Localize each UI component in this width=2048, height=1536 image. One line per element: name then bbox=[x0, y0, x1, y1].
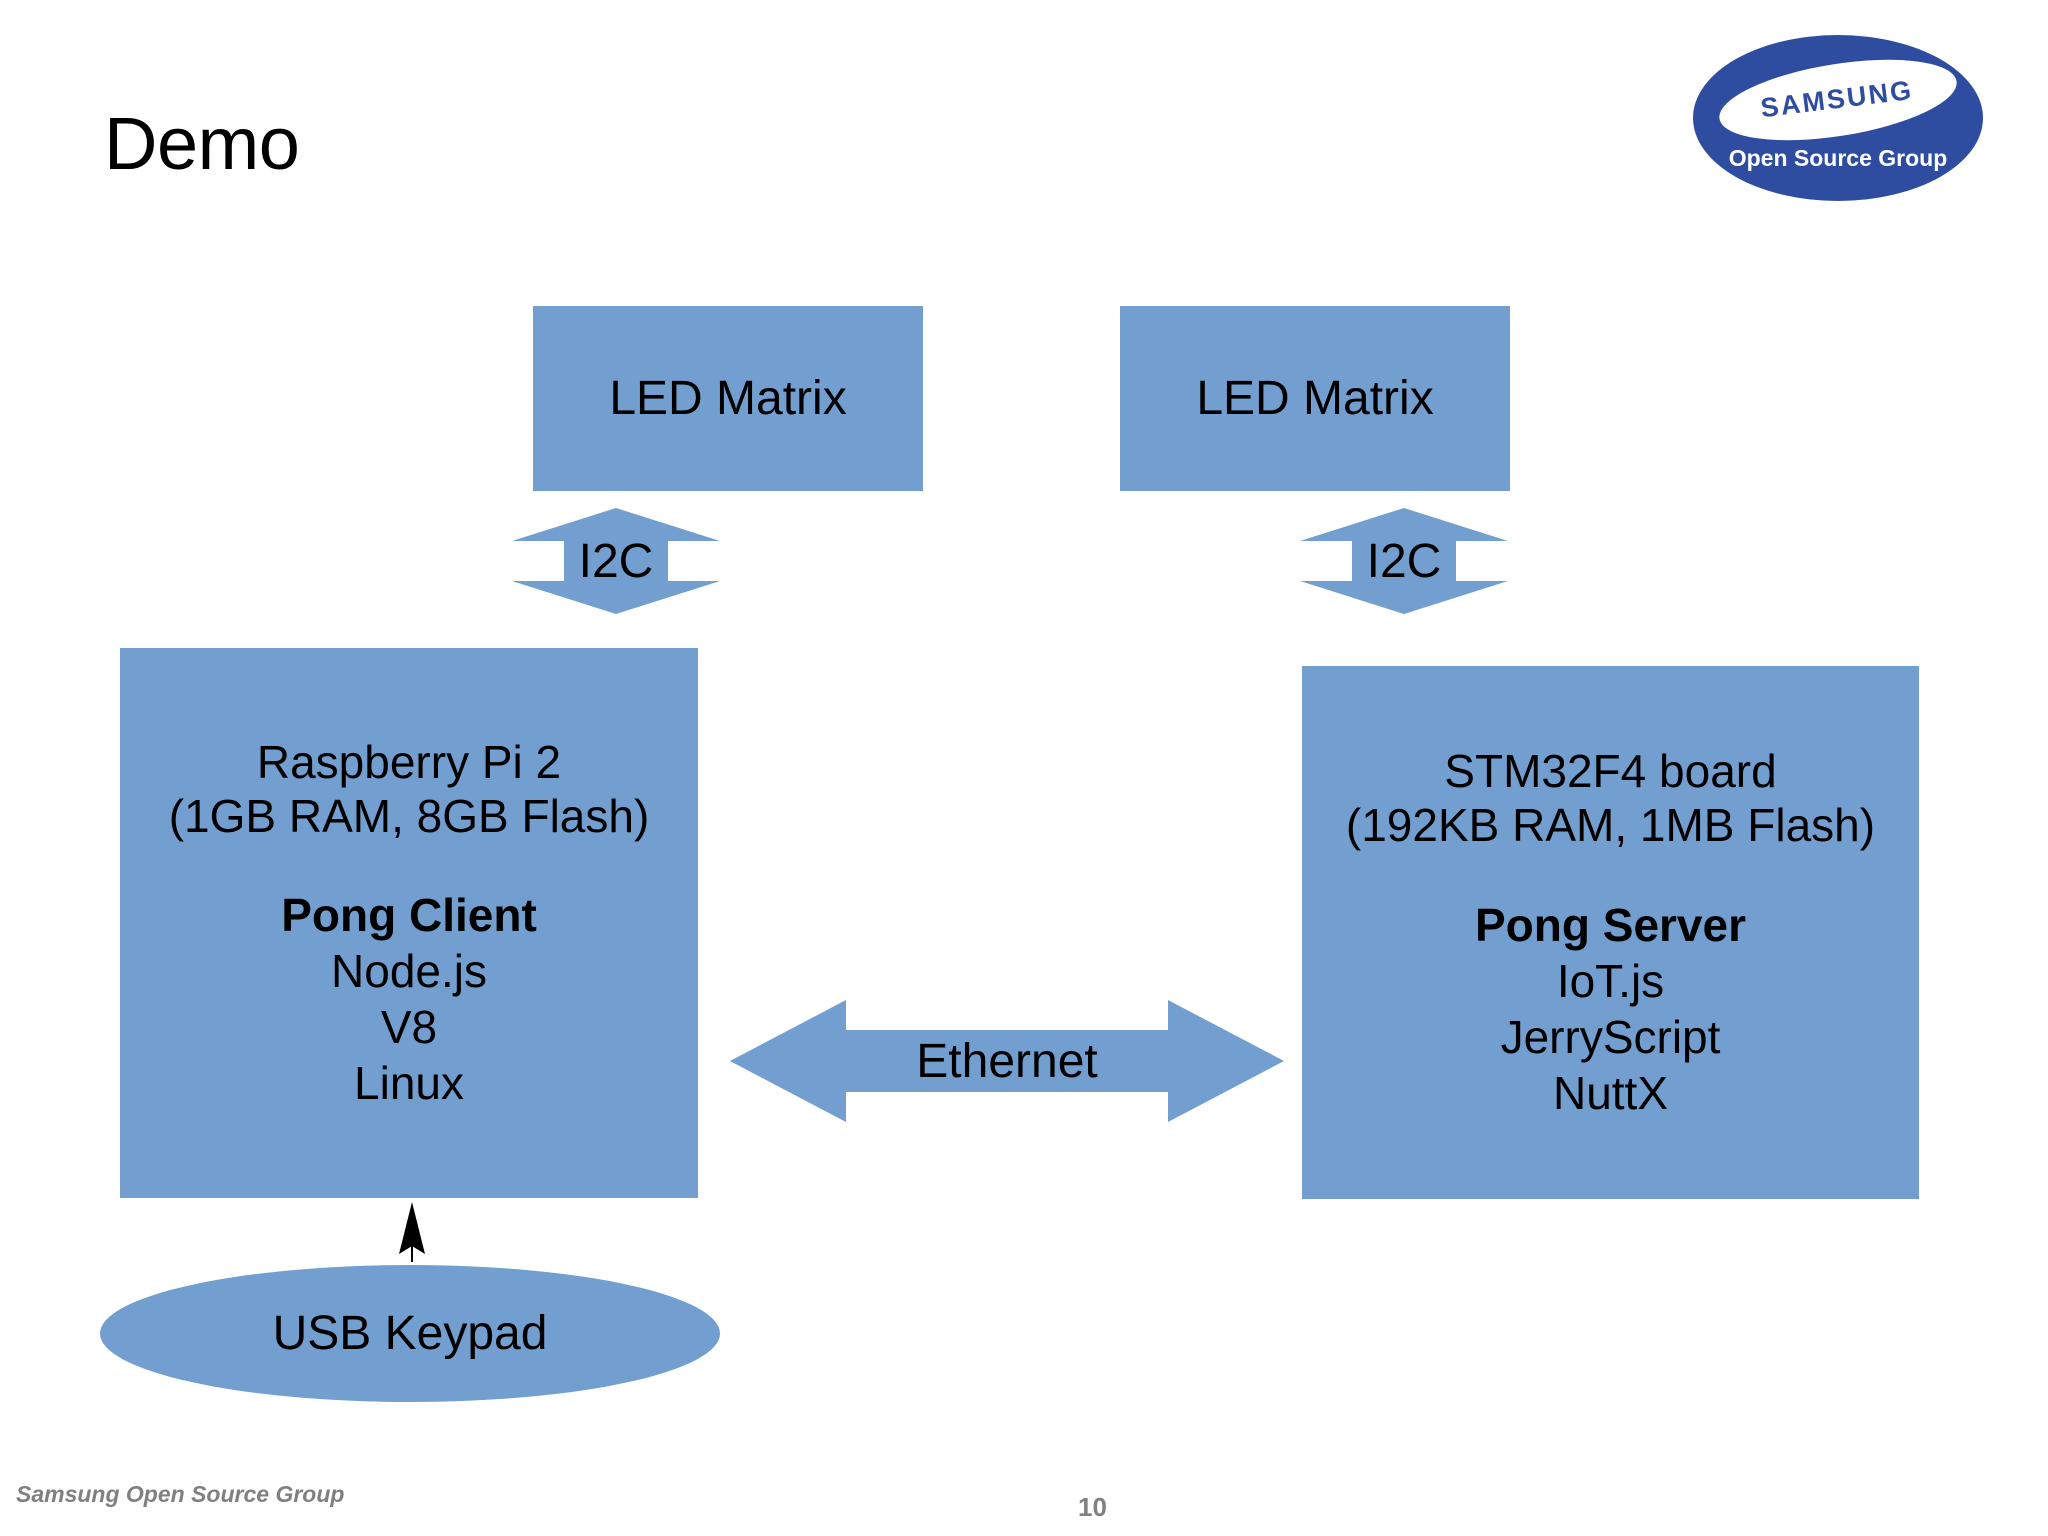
client-title-line-1: Raspberry Pi 2 bbox=[256, 735, 562, 788]
page-title: Demo bbox=[104, 102, 300, 185]
svg-text:Open Source Group: Open Source Group bbox=[1729, 145, 1948, 171]
ethernet-label: Ethernet bbox=[916, 1034, 1098, 1088]
server-stack-line-3: NuttX bbox=[1552, 1066, 1669, 1119]
i2c-right-double-arrow: I2C bbox=[1300, 508, 1508, 614]
page-number: 10 bbox=[1078, 1492, 1107, 1522]
usb-connector-arrow-icon bbox=[392, 1202, 432, 1262]
usb-keypad-ellipse: USB Keypad bbox=[100, 1265, 720, 1402]
i2c-left-label: I2C bbox=[578, 534, 654, 588]
led-matrix-right-box: LED Matrix bbox=[1120, 306, 1510, 491]
server-title-line-2: (192KB RAM, 1MB Flash) bbox=[1345, 799, 1876, 852]
led-matrix-right-label: LED Matrix bbox=[1196, 371, 1434, 425]
server-stack-line-1: IoT.js bbox=[1556, 954, 1665, 1007]
led-matrix-left-label: LED Matrix bbox=[609, 371, 847, 425]
ethernet-double-arrow: Ethernet bbox=[730, 1000, 1284, 1122]
client-app-name: Pong Client bbox=[281, 889, 537, 942]
server-app-name: Pong Server bbox=[1475, 898, 1746, 951]
raspberry-pi-client-box: Raspberry Pi 2 (1GB RAM, 8GB Flash) Pong… bbox=[120, 648, 698, 1198]
client-stack-line-2: V8 bbox=[380, 1001, 438, 1054]
server-stack-line-2: JerryScript bbox=[1500, 1010, 1721, 1063]
stm32f4-server-box: STM32F4 board (192KB RAM, 1MB Flash) Pon… bbox=[1302, 666, 1919, 1199]
client-stack-line-1: Node.js bbox=[331, 945, 487, 998]
footer-branding: Samsung Open Source Group bbox=[16, 1481, 345, 1507]
server-title-line-1: STM32F4 board bbox=[1444, 745, 1777, 798]
i2c-right-label: I2C bbox=[1366, 534, 1442, 588]
samsung-open-source-group-logo: SAMSUNG Open Source Group bbox=[1692, 34, 1984, 202]
client-stack-line-3: Linux bbox=[354, 1057, 464, 1110]
led-matrix-left-box: LED Matrix bbox=[533, 306, 923, 491]
usb-keypad-label: USB Keypad bbox=[272, 1307, 548, 1360]
client-title-line-2: (1GB RAM, 8GB Flash) bbox=[168, 789, 650, 842]
i2c-left-double-arrow: I2C bbox=[512, 508, 720, 614]
